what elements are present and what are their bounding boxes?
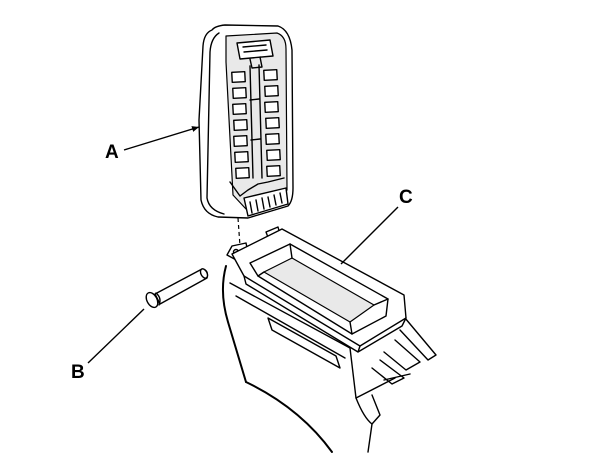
callout-b: B bbox=[71, 308, 145, 383]
console-front-groove bbox=[267, 317, 341, 369]
rib bbox=[266, 148, 281, 162]
rib bbox=[264, 84, 279, 98]
rib bbox=[234, 150, 249, 164]
rib bbox=[264, 100, 279, 114]
alignment-dashed-line bbox=[237, 217, 241, 247]
pin-head bbox=[145, 291, 159, 309]
leader-line-c bbox=[340, 206, 399, 265]
rib bbox=[265, 132, 280, 146]
callout-c: C bbox=[340, 187, 413, 265]
rib bbox=[233, 118, 248, 132]
rib bbox=[265, 116, 280, 130]
lid-lower-frame bbox=[229, 177, 285, 197]
lid-hinge-body bbox=[243, 187, 289, 217]
lid-shell-edge bbox=[206, 32, 225, 215]
label-c: C bbox=[399, 187, 413, 208]
rib bbox=[231, 70, 246, 84]
hinge-pin bbox=[145, 268, 209, 309]
pin-shaft bbox=[154, 268, 209, 305]
rib bbox=[232, 86, 247, 100]
leader-line-b bbox=[87, 308, 145, 364]
console-right-side bbox=[355, 377, 396, 453]
callout-a: A bbox=[105, 126, 200, 163]
rib bbox=[232, 102, 247, 116]
console-body-left bbox=[222, 265, 247, 383]
armrest-lid bbox=[198, 24, 294, 219]
lid-hinge bbox=[243, 187, 289, 217]
rib bbox=[263, 68, 278, 82]
rib bbox=[266, 164, 281, 178]
console-rim-edge bbox=[243, 275, 407, 353]
lid-center-channel bbox=[249, 64, 263, 179]
lid-top-latch-detail bbox=[242, 44, 268, 69]
lid-hinge-teeth bbox=[249, 192, 283, 214]
console-right-ridges bbox=[371, 317, 437, 425]
console-body-bottom-curve bbox=[245, 381, 333, 453]
console-front-panel bbox=[229, 282, 357, 399]
console-tray-walls bbox=[257, 243, 389, 335]
label-a: A bbox=[105, 142, 119, 163]
lid-top-latch bbox=[236, 39, 274, 60]
label-b: B bbox=[71, 362, 85, 383]
lid-ribs-left bbox=[231, 70, 250, 180]
rib bbox=[233, 134, 248, 148]
leader-line-a bbox=[123, 126, 200, 151]
console-box bbox=[222, 226, 437, 453]
lid-ribs-right bbox=[263, 68, 281, 178]
pin-head-rim bbox=[155, 292, 161, 306]
pin-end bbox=[199, 268, 209, 279]
rib bbox=[235, 166, 250, 180]
